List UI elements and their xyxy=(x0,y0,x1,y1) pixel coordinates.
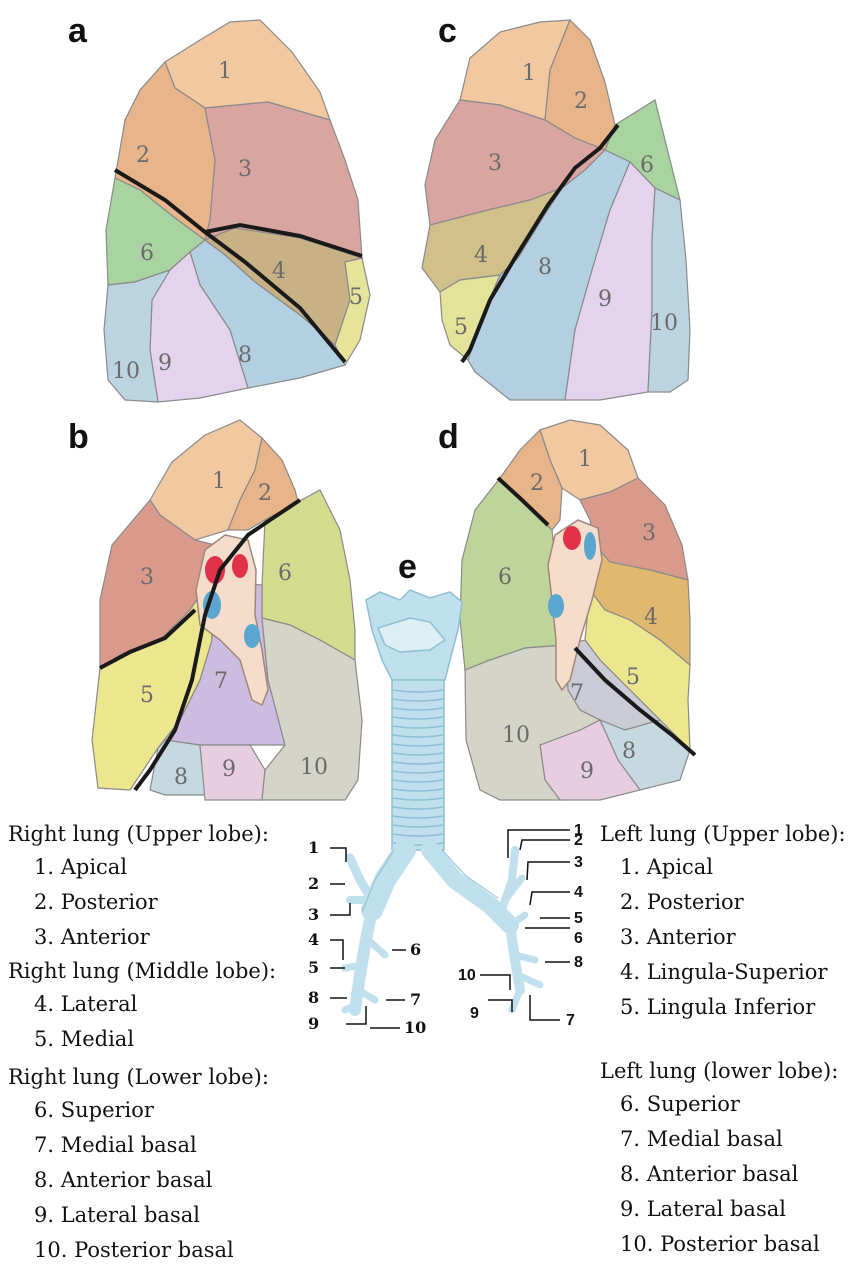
legend-left-lower-item: 8. Anterior basal xyxy=(600,1157,846,1192)
legend-right-lung: Right lung (Upper lobe): 1. Apical 2. Po… xyxy=(8,822,276,1268)
legend-right-middle-item: 4. Lateral xyxy=(8,987,276,1022)
legend-right-middle-heading: Right lung (Middle lobe): xyxy=(8,959,276,983)
legend-left-lung: Left lung (Upper lobe): 1. Apical 2. Pos… xyxy=(600,822,846,1262)
airway-right-label-3: 3 xyxy=(574,854,583,871)
legend-right-lower-item: 10. Posterior basal xyxy=(8,1233,276,1268)
legend-left-lower-item: 6. Superior xyxy=(600,1087,846,1122)
airway-right-leaders xyxy=(480,830,570,1020)
airway-left-label-2: 2 xyxy=(308,874,319,893)
airway-left-label-9: 9 xyxy=(308,1014,319,1033)
airway-right-label-2: 2 xyxy=(574,832,583,849)
legend-left-lower-item: 7. Medial basal xyxy=(600,1122,846,1157)
legend-left-upper-item: 1. Apical xyxy=(600,850,846,885)
airway-left-label-1: 1 xyxy=(308,838,319,857)
airway-left-label-7: 7 xyxy=(410,990,421,1009)
airway-right-label-5: 5 xyxy=(574,910,583,927)
airway-left-label-10: 10 xyxy=(404,1018,426,1037)
legend-left-lower-item: 10. Posterior basal xyxy=(600,1227,846,1262)
airway-right-label-4: 4 xyxy=(574,884,583,901)
airway-left-label-5: 5 xyxy=(308,958,319,977)
airway-right-label-7: 7 xyxy=(566,1012,575,1029)
legend-left-upper-item: 3. Anterior xyxy=(600,920,846,955)
legend-left-upper-item: 4. Lingula-Superior xyxy=(600,955,846,990)
airway-left-label-8: 8 xyxy=(308,988,319,1007)
airway-left-label-4: 4 xyxy=(308,930,319,949)
airway-right-label-8: 8 xyxy=(574,954,583,971)
trachea xyxy=(392,680,444,850)
legend-left-upper-heading: Left lung (Upper lobe): xyxy=(600,822,846,846)
legend-right-upper-heading: Right lung (Upper lobe): xyxy=(8,822,276,846)
legend-left-lower-heading: Left lung (lower lobe): xyxy=(600,1059,846,1083)
legend-right-upper-item: 3. Anterior xyxy=(8,920,276,955)
legend-right-upper-item: 2. Posterior xyxy=(8,885,276,920)
legend-right-lower-heading: Right lung (Lower lobe): xyxy=(8,1065,276,1089)
legend-left-upper-item: 5. Lingula Inferior xyxy=(600,990,846,1025)
airway-right-label-10: 10 xyxy=(458,967,476,984)
airway-left-label-6: 6 xyxy=(410,940,421,959)
legend-left-upper-item: 2. Posterior xyxy=(600,885,846,920)
legend-right-lower-item: 6. Superior xyxy=(8,1093,276,1128)
legend-left-lower-item: 9. Lateral basal xyxy=(600,1192,846,1227)
airway-right-label-6: 6 xyxy=(574,930,583,947)
legend-right-upper-item: 1. Apical xyxy=(8,850,276,885)
legend-right-lower-item: 9. Lateral basal xyxy=(8,1198,276,1233)
airway-left-label-3: 3 xyxy=(308,905,319,924)
airway-right-label-9: 9 xyxy=(470,1005,479,1022)
larynx xyxy=(366,590,462,680)
legend-right-lower-item: 8. Anterior basal xyxy=(8,1163,276,1198)
legend-right-middle-item: 5. Medial xyxy=(8,1022,276,1057)
legend-right-lower-item: 7. Medial basal xyxy=(8,1128,276,1163)
